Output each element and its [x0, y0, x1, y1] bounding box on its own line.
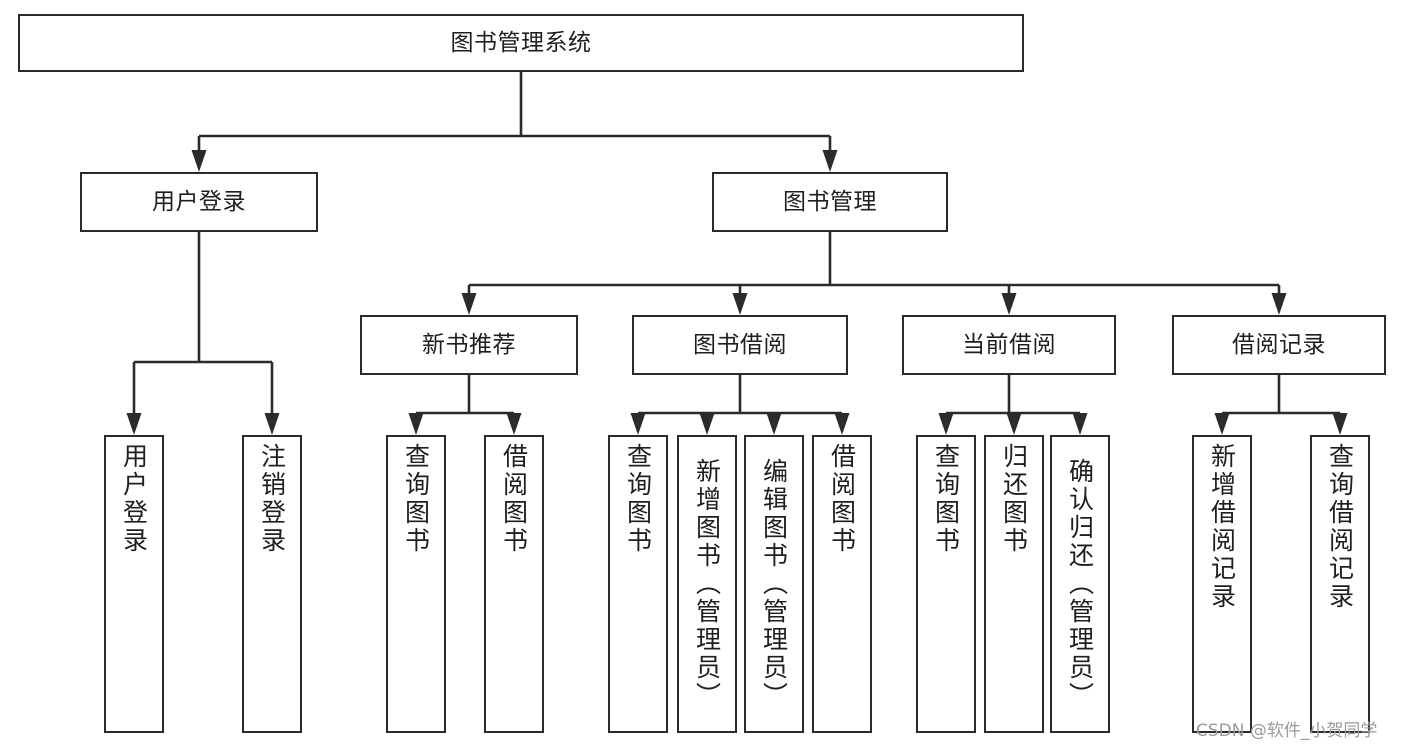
watermark-text: CSDN @软件_小贺同学: [1196, 721, 1378, 741]
node-label: 查询图书: [623, 443, 653, 555]
node-label: 查询图书: [401, 443, 431, 555]
node-leaf-query-book-current: 查询图书: [916, 435, 976, 733]
node-label: 借阅图书: [499, 443, 529, 555]
node-label: 当前借阅: [962, 331, 1056, 358]
node-user-login: 用户登录: [80, 172, 318, 232]
node-leaf-user-login: 用户登录: [104, 435, 164, 733]
node-book-manage: 图书管理: [712, 172, 948, 232]
node-leaf-add-book: 新增图书（管理员）: [677, 435, 737, 733]
node-leaf-borrow-book: 借阅图书: [812, 435, 872, 733]
node-leaf-edit-book: 编辑图书（管理员）: [744, 435, 804, 733]
node-label: 查询借阅记录: [1325, 443, 1355, 611]
node-label: 图书管理系统: [450, 29, 592, 56]
node-root: 图书管理系统: [18, 14, 1024, 72]
node-leaf-add-borrow-record: 新增借阅记录: [1192, 435, 1252, 733]
node-leaf-query-book-recommend: 查询图书: [386, 435, 446, 733]
node-label: 借阅图书: [827, 443, 857, 555]
node-label: 确认归还（管理员）: [1065, 458, 1095, 710]
node-leaf-query-borrow-record: 查询借阅记录: [1310, 435, 1370, 733]
node-label: 图书借阅: [693, 331, 787, 358]
node-label: 查询图书: [931, 443, 961, 555]
node-label: 归还图书: [999, 443, 1029, 555]
node-leaf-confirm-return: 确认归还（管理员）: [1050, 435, 1110, 733]
node-label: 图书管理: [783, 188, 877, 215]
node-label: 新增图书（管理员）: [692, 458, 722, 710]
node-label: 注销登录: [257, 443, 287, 555]
node-label: 新增借阅记录: [1207, 443, 1237, 611]
node-label: 新书推荐: [422, 331, 516, 358]
node-borrow-record: 借阅记录: [1172, 315, 1386, 375]
node-label: 用户登录: [119, 443, 149, 555]
node-label: 用户登录: [152, 188, 246, 215]
node-current-borrow: 当前借阅: [902, 315, 1116, 375]
node-label: 借阅记录: [1232, 331, 1326, 358]
node-label: 编辑图书（管理员）: [759, 458, 789, 710]
node-leaf-query-book-borrow: 查询图书: [608, 435, 668, 733]
node-leaf-return-book: 归还图书: [984, 435, 1044, 733]
node-book-borrow: 图书借阅: [632, 315, 848, 375]
node-leaf-borrow-book-recommend: 借阅图书: [484, 435, 544, 733]
node-new-book-recommend: 新书推荐: [360, 315, 578, 375]
node-leaf-logout: 注销登录: [242, 435, 302, 733]
